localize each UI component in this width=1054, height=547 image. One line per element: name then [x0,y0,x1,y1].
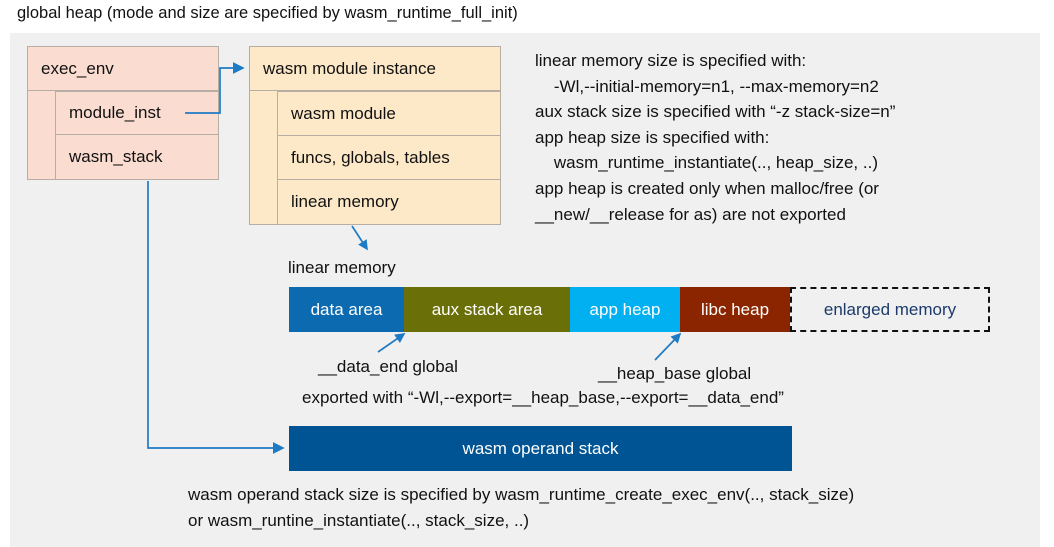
exec-env-field-module-inst: module_inst [55,91,219,135]
annotation-heap-base-global: __heap_base global [598,364,752,383]
linear-memory-bar: data area aux stack area app heap libc h… [289,287,990,332]
annotation-data-end-global: __data_end global [318,357,458,376]
wasm-module-instance-header: wasm module instance [249,46,501,91]
exec-env-header: exec_env [27,46,219,91]
wmi-field-funcs-globals-tables: funcs, globals, tables [277,135,501,180]
mem-segment-enlarged-memory: enlarged memory [790,287,990,332]
exec-env-field-wasm-stack: wasm_stack [55,134,219,180]
page-title: global heap (mode and size are specified… [17,4,518,22]
operand-stack-note: wasm operand stack size is specified by … [188,485,855,530]
mem-segment-aux-stack-area: aux stack area [404,287,570,332]
linear-memory-info-text: linear memory size is specified with: -W… [535,51,896,224]
wasm-module-instance-indent-column [249,91,278,225]
exec-env-indent-column [27,91,56,180]
linear-memory-bar-label: linear memory [288,258,396,277]
wmi-field-wasm-module: wasm module [277,91,501,136]
wasm-operand-stack-box: wasm operand stack [289,426,792,471]
wmi-field-linear-memory: linear memory [277,179,501,225]
annotation-exported-with: exported with “-Wl,--export=__heap_base,… [302,388,784,407]
mem-segment-data-area: data area [289,287,404,332]
mem-segment-app-heap: app heap [570,287,680,332]
mem-segment-libc-heap: libc heap [680,287,790,332]
